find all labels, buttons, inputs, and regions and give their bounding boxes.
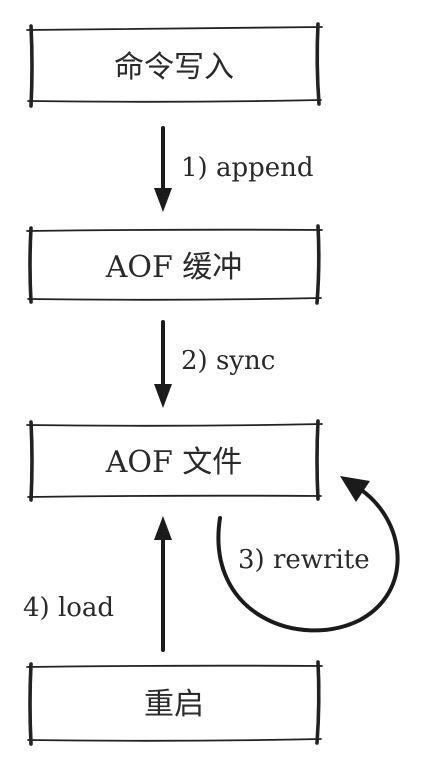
aof-file-label: AOF 文件 [105, 445, 243, 480]
aof-buffer-label: AOF 缓冲 [105, 250, 243, 285]
command-write-box-top-edge [26, 26, 323, 31]
command-write-label: 命令写入 [114, 50, 234, 85]
restart-box-bottom-edge [27, 738, 322, 742]
restart-box: 重启 [26, 660, 323, 746]
append-label: 1) append [181, 153, 314, 183]
aof-file-box-bottom-edge [27, 494, 322, 498]
rewrite-arrow-head [340, 476, 370, 502]
restart-box-left-side [28, 662, 33, 746]
load-arrow-head [154, 516, 172, 540]
rewrite-arrow-curve [216, 487, 400, 633]
rewrite-arrow: 3) rewrite [216, 476, 400, 633]
aof-file-box: AOF 文件 [26, 419, 323, 502]
aof-buffer-box-right-side [315, 224, 321, 305]
restart-box-top-edge [26, 664, 323, 668]
aof-file-box-top-edge [26, 423, 323, 427]
aof-buffer-box-top-edge [26, 228, 323, 232]
rewrite-label: 3) rewrite [238, 545, 370, 575]
aof-buffer-box: AOF 缓冲 [26, 224, 323, 305]
restart-label: 重启 [144, 687, 204, 722]
load-label: 4) load [23, 593, 114, 623]
sync-label: 2) sync [181, 346, 275, 376]
command-write-box-bottom-edge [27, 99, 322, 103]
append-arrow: 1) append [154, 126, 314, 212]
sync-arrow-head [154, 384, 172, 408]
command-write-box: 命令写入 [26, 22, 323, 108]
aof-buffer-box-left-side [28, 226, 33, 304]
append-arrow-head [154, 188, 172, 212]
aof-file-box-left-side [29, 420, 34, 502]
restart-box-right-side [315, 660, 321, 745]
command-write-box-right-side [315, 22, 321, 106]
command-write-box-left-side [29, 24, 34, 108]
aof-buffer-box-bottom-edge [27, 297, 322, 301]
sync-arrow: 2) sync [154, 320, 275, 408]
aof-file-box-right-side [315, 419, 320, 501]
load-arrow: 4) load [23, 516, 172, 652]
